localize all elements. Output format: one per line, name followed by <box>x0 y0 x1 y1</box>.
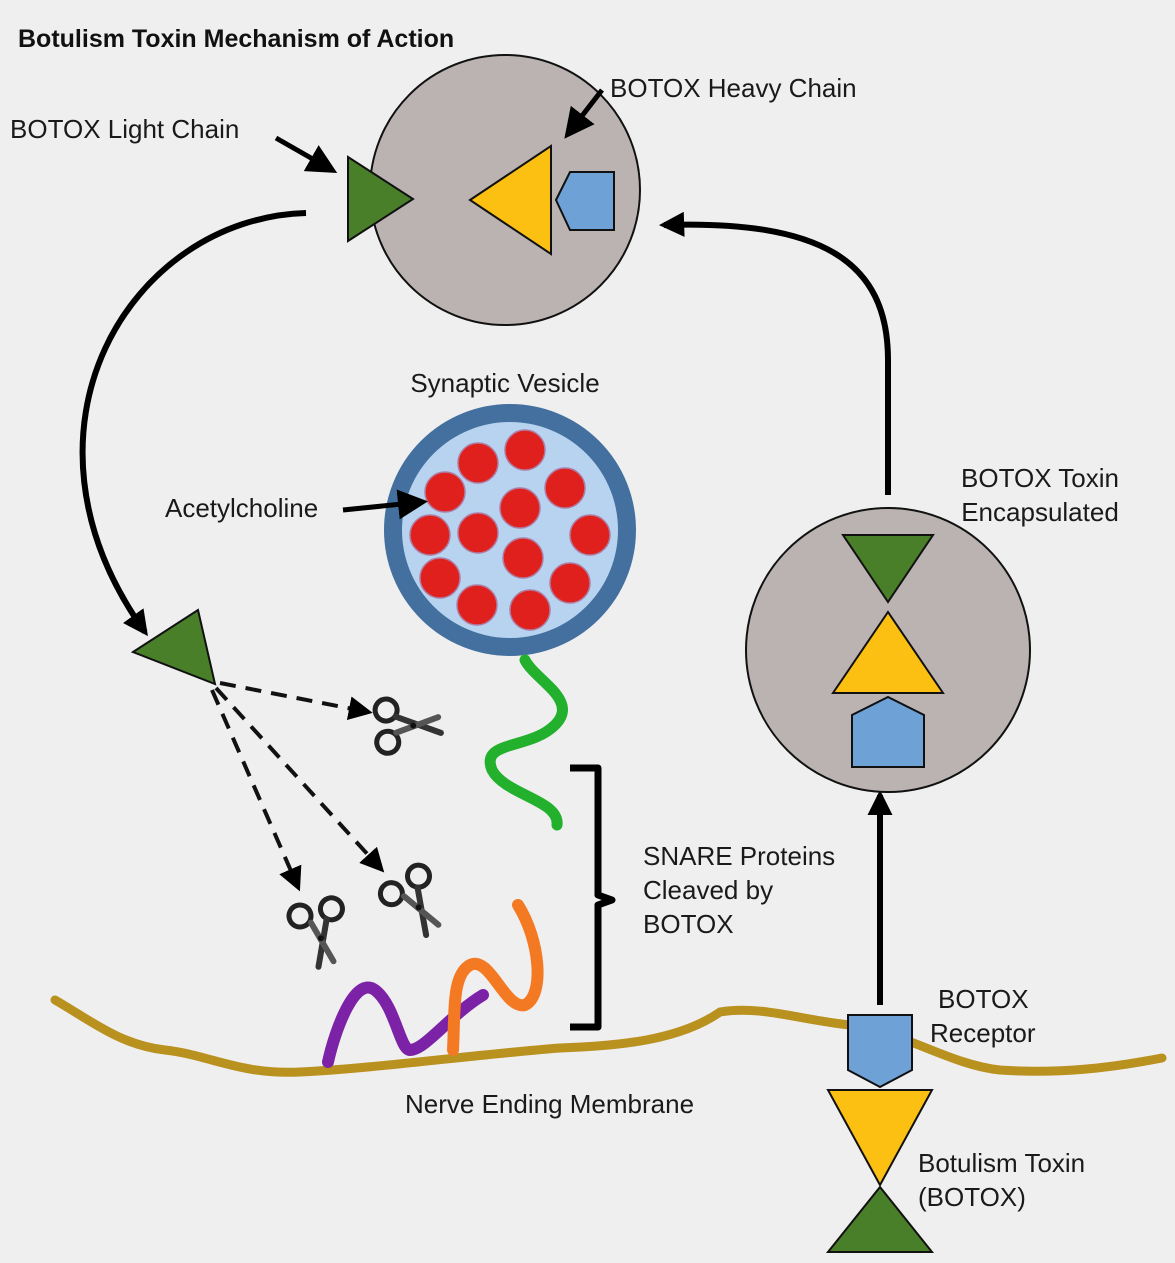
cleave-arrow-1 <box>219 681 373 721</box>
scissors-icon <box>369 691 442 755</box>
toxin-light-chain <box>825 1185 935 1253</box>
light-chain-label: BOTOX Light Chain <box>10 114 239 144</box>
membrane-label: Nerve Ending Membrane <box>405 1089 694 1119</box>
heavy-chain-pointer <box>564 88 604 139</box>
light-chain-top <box>347 155 415 243</box>
nerve-ending-membrane <box>50 995 1167 1077</box>
snare-label-line3: BOTOX <box>643 909 734 939</box>
receptor-label-line1: BOTOX <box>938 984 1029 1014</box>
cleave-arrow-2 <box>210 689 302 892</box>
snare-label-line2: Cleaved by <box>643 875 773 905</box>
snare-protein-purple <box>322 981 489 1068</box>
snare-label-line1: SNARE Proteins <box>643 841 835 871</box>
translocation-arrow <box>658 211 891 495</box>
botox-receptor <box>847 1014 913 1089</box>
encapsulated-label-line2: Encapsulated <box>961 497 1119 527</box>
toxin-heavy-chain <box>826 1089 934 1188</box>
light-chain-free <box>130 608 217 686</box>
receptor-binding-top <box>554 171 615 231</box>
acetylcholine-pointer <box>342 489 428 520</box>
encapsulated-receptor <box>851 695 925 768</box>
snare-protein-orange <box>447 899 544 1056</box>
light-chain-pointer <box>274 135 338 173</box>
heavy-chain-top <box>468 144 552 256</box>
receptor-label-line2: Receptor <box>930 1018 1036 1048</box>
encapsulated-label-line1: BOTOX Toxin <box>961 463 1119 493</box>
acetylcholine-molecules <box>409 429 611 631</box>
encapsulated-heavy-chain <box>831 610 945 694</box>
toxin-label-line1: Botulism Toxin <box>918 1148 1085 1178</box>
scissors-icon <box>376 858 459 943</box>
snare-bracket <box>570 764 616 1031</box>
cleave-arrow-3 <box>214 686 385 873</box>
scissors-icon <box>286 891 359 971</box>
acetylcholine-label: Acetylcholine <box>165 493 318 523</box>
release-arrow <box>79 210 307 637</box>
heavy-chain-label: BOTOX Heavy Chain <box>610 73 857 103</box>
page-title: Botulism Toxin Mechanism of Action <box>18 25 454 53</box>
encapsulated-light-chain <box>841 534 935 604</box>
snare-protein-green <box>484 654 568 831</box>
toxin-label-line2: (BOTOX) <box>918 1182 1026 1212</box>
synaptic-vesicle-label: Synaptic Vesicle <box>410 368 599 398</box>
